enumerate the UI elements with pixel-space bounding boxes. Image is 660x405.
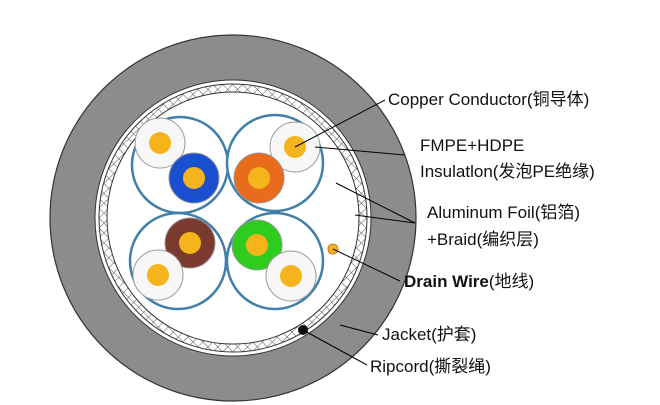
- drain-wire-label-rest: (地线): [488, 272, 535, 291]
- leader-copper: [294, 99, 386, 148]
- ripcord-label: Ripcord(撕裂绳): [370, 357, 491, 376]
- copper-conductor: [248, 167, 270, 189]
- drain-wire-label: Drain Wire(地线): [404, 272, 534, 292]
- insulation-label-line2: Insulatlon(发泡PE绝缘): [420, 162, 595, 181]
- leader-foil-1: [335, 182, 416, 224]
- leader-lines: [294, 99, 416, 366]
- foil-label-line2: +Braid(编织层): [427, 230, 539, 249]
- copper-conductor: [246, 234, 268, 256]
- twisted-pair-orange: [225, 113, 325, 213]
- copper-conductor: [179, 232, 201, 254]
- leader-jacket: [339, 324, 379, 336]
- jacket-label: Jacket(护套): [382, 325, 477, 344]
- copper-conductor: [149, 132, 171, 154]
- leader-insulation: [314, 146, 406, 156]
- copper-conductor: [280, 265, 302, 287]
- copper-conductor: [147, 264, 169, 286]
- twisted-pair-green: [225, 211, 325, 311]
- insulation-label-line1: FMPE+HDPE: [420, 136, 525, 155]
- copper-conductor: [183, 167, 205, 189]
- foil-label-line1: Aluminum Foil(铝箔): [427, 203, 581, 222]
- leader-drain: [332, 248, 401, 282]
- copper-conductor-label: Copper Conductor(铜导体): [388, 90, 590, 109]
- leader-foil-2: [354, 214, 416, 224]
- drain-wire-label-bold: Drain Wire: [404, 272, 489, 291]
- twisted-pair-blue: [130, 115, 230, 215]
- twisted-pair-brown: [128, 211, 228, 311]
- leader-ripcord: [302, 329, 368, 366]
